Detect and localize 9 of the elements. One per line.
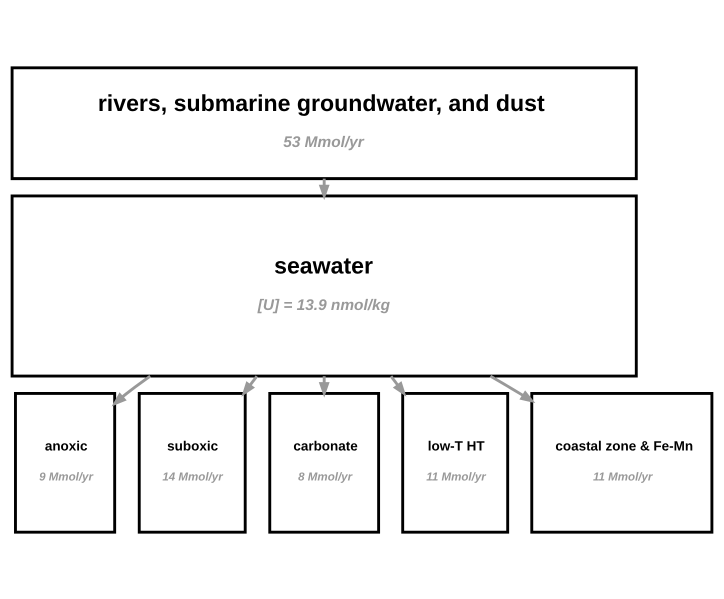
node-box: coastal zone & Fe-Mn 11 Mmol/yr	[530, 392, 714, 534]
arrow	[241, 374, 258, 396]
node-box: suboxic 14 Mmol/yr	[138, 392, 247, 534]
node-box: low-T HT 11 Mmol/yr	[401, 392, 510, 534]
node-box: seawater [U] = 13.9 nmol/kg	[10, 194, 638, 378]
node-box: carbonate 8 Mmol/yr	[268, 392, 380, 534]
node-box: rivers, submarine groundwater, and dust 53 Mmol/yr	[10, 66, 638, 180]
arrow	[390, 374, 406, 396]
node-box: anoxic 9 Mmol/yr	[14, 392, 116, 534]
